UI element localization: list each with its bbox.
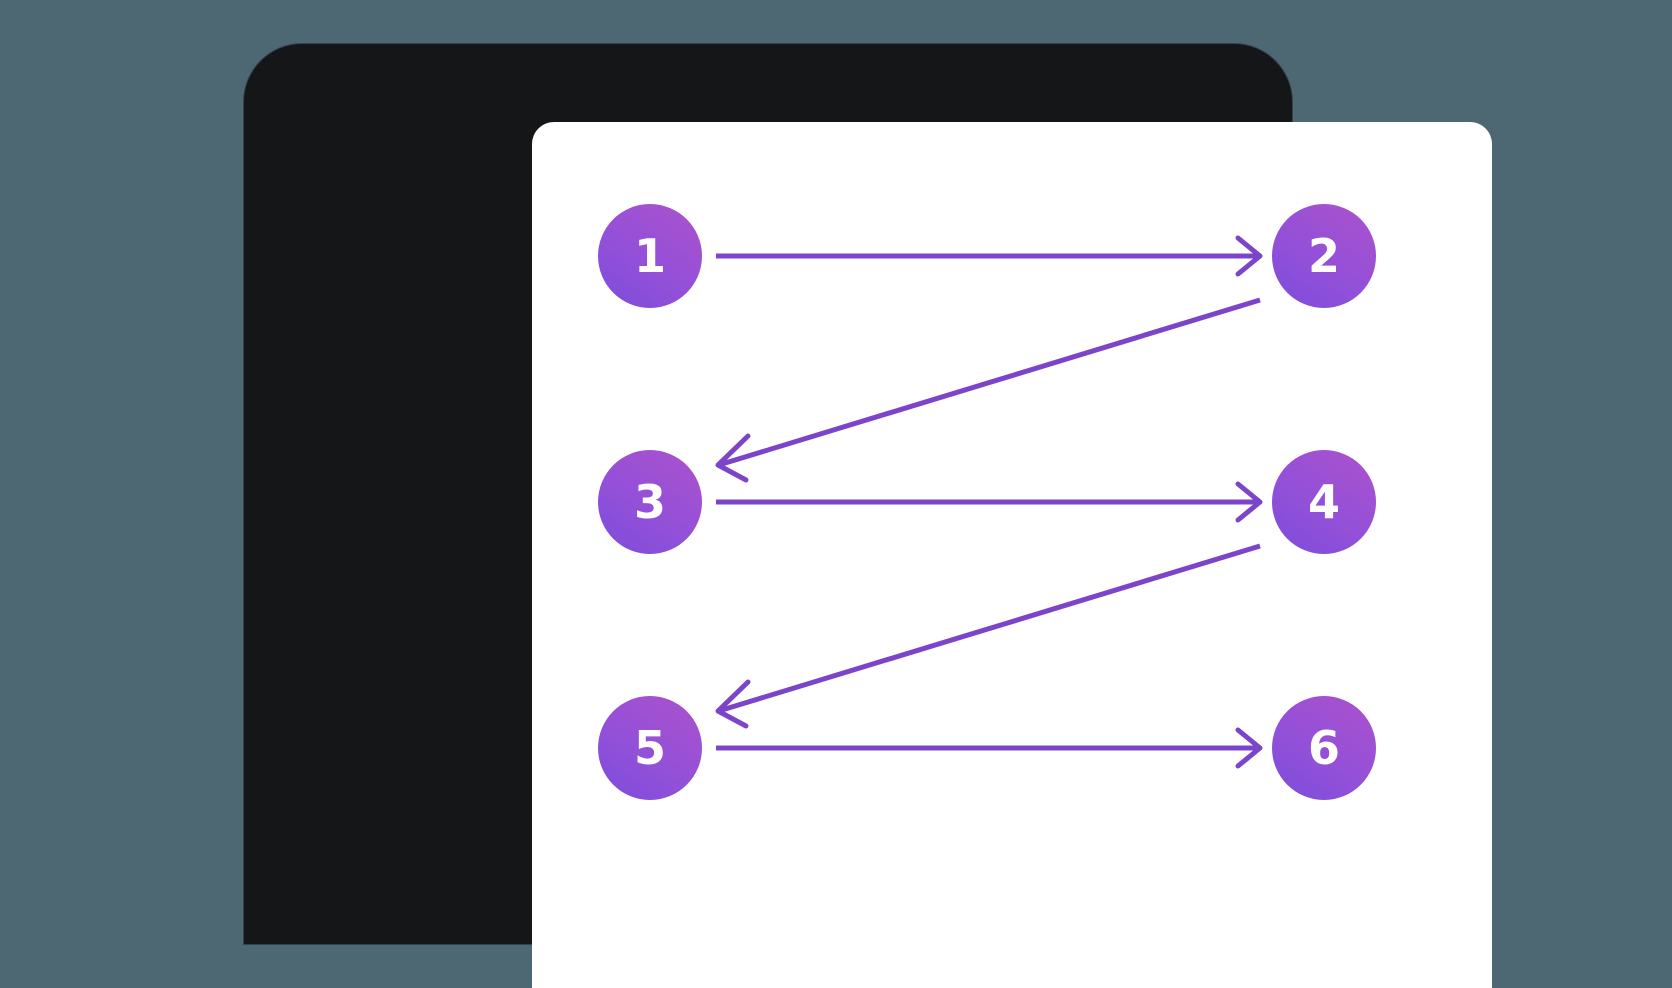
edge-1-to-2 (716, 235, 1263, 277)
arrowhead-right-icon (1235, 481, 1263, 523)
edge-4-to-5 (715, 543, 1261, 729)
edge-2-to-3 (715, 297, 1261, 483)
diagram-node-1[interactable]: 1 (598, 204, 702, 308)
arrowhead-right-icon (1235, 727, 1263, 769)
node-label: 4 (1307, 475, 1340, 529)
node-label: 3 (633, 475, 666, 529)
node-label: 1 (633, 229, 666, 283)
arrowhead-right-icon (1235, 235, 1263, 277)
arrowhead-left-icon (715, 433, 751, 483)
device-bezel: 1 2 3 4 5 6 (244, 44, 1492, 988)
node-label: 2 (1307, 229, 1340, 283)
diagram-node-2[interactable]: 2 (1272, 204, 1376, 308)
diagram-node-6[interactable]: 6 (1272, 696, 1376, 800)
diagram-edges (715, 235, 1263, 769)
diagram-node-5[interactable]: 5 (598, 696, 702, 800)
edge-3-to-4 (716, 481, 1263, 523)
arrowhead-left-icon (715, 679, 751, 729)
diagram-canvas: 1 2 3 4 5 6 (532, 122, 1492, 988)
diagram-node-3[interactable]: 3 (598, 450, 702, 554)
edge-5-to-6 (716, 727, 1263, 769)
diagram-node-4[interactable]: 4 (1272, 450, 1376, 554)
device-screen: 1 2 3 4 5 6 (532, 122, 1492, 988)
node-label: 5 (633, 721, 666, 775)
node-label: 6 (1307, 721, 1340, 775)
screenshot-stage: 1 2 3 4 5 6 (244, 44, 1492, 988)
